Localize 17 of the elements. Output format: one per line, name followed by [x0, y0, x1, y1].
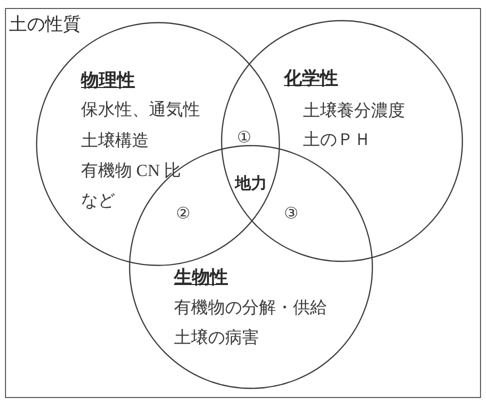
property-text: 有機物の分解・供給 — [174, 298, 327, 318]
property-text: 保水性、通気性 — [81, 100, 200, 120]
region-label: 地力 — [235, 174, 267, 194]
property-text: など — [81, 190, 115, 212]
category-heading: 化学性 — [284, 68, 338, 90]
category-heading: 生物性 — [174, 267, 228, 289]
property-text: 土のＰＨ — [303, 130, 371, 150]
region-number: ① — [237, 128, 251, 148]
property-text: 土壌養分濃度 — [303, 100, 405, 122]
category-heading: 物理性 — [81, 70, 135, 92]
outer-frame — [5, 8, 481, 398]
property-text: 土壌構造 — [81, 130, 149, 152]
region-number: ③ — [284, 204, 298, 224]
property-text: 有機物 CN 比 — [81, 160, 182, 182]
region-number: ② — [176, 204, 190, 224]
property-text: 土壌の病害 — [174, 328, 259, 348]
frame-title: 土の性質 — [9, 14, 81, 36]
